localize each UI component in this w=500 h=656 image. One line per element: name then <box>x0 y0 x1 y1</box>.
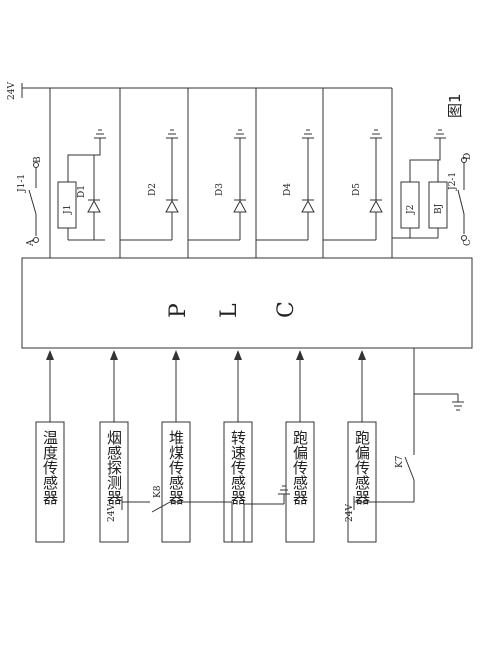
diode-d3-label: D3 <box>215 183 225 196</box>
relay-coil-j1 <box>57 181 77 229</box>
switch-k8-label: K8 <box>153 485 163 498</box>
sensor-box-5 <box>285 421 315 543</box>
k8-branch: K8 24V <box>107 485 290 542</box>
switch-j2-1-label: J2-1 <box>448 172 458 191</box>
terminal-c-label: C <box>463 239 473 246</box>
top-supply-bus: 24V <box>7 82 392 100</box>
terminal-d-label: D <box>463 153 473 160</box>
sensor-box-3 <box>161 421 191 543</box>
diode-d3-symbol <box>233 199 247 213</box>
sensor-label-6: 跑偏传感器 <box>353 430 371 505</box>
alarm-bj-label: BJ <box>434 203 444 214</box>
plc-letter-l: L <box>217 303 242 318</box>
output-columns <box>49 88 393 258</box>
input-arrows <box>46 350 366 422</box>
sensor-blocks: 温度传感器 烟感探测器 堆煤传感器 转速传感器 跑偏传感器 跑偏传感器 <box>35 421 377 543</box>
diode-d2-symbol <box>165 199 179 213</box>
ground-symbol <box>234 129 246 146</box>
top-ground-symbols <box>94 129 446 146</box>
k7-branch: K7 24V <box>345 348 464 522</box>
plc-letter-p: P <box>166 303 191 318</box>
figure-label: 图1 <box>446 93 464 118</box>
diode-d2-branch: D2 <box>120 146 179 241</box>
top-supply-label: 24V <box>7 82 17 100</box>
diode-d4-label: D4 <box>283 183 293 196</box>
k8-supply-label: 24V <box>107 504 117 522</box>
terminal-c <box>461 235 467 241</box>
diode-d2-label: D2 <box>148 183 158 196</box>
coil-j2-label: J2 <box>406 205 416 215</box>
diode-d5-symbol <box>369 199 383 213</box>
switch-k7-label: K7 <box>395 455 405 468</box>
terminal-d <box>461 157 467 163</box>
relay-j2-branch: J2 BJ <box>392 146 448 239</box>
terminal-b-label: B <box>33 156 43 163</box>
diode-d4-branch: D4 <box>256 146 315 241</box>
sensor-box-2 <box>99 421 129 543</box>
ground-symbol <box>302 129 314 146</box>
diode-d3-branch: D3 <box>188 146 247 241</box>
sensor-label-5: 跑偏传感器 <box>291 430 309 505</box>
ground-symbol <box>434 129 446 146</box>
plc-box <box>21 257 473 349</box>
ground-symbol <box>94 129 106 146</box>
ground-symbol <box>166 129 178 146</box>
switch-j1-1-label: J1-1 <box>17 174 27 193</box>
terminal-a-label: A <box>26 239 36 247</box>
diode-d5-branch: D5 <box>323 146 383 241</box>
alarm-bj <box>428 181 448 229</box>
sensor-label-1: 温度传感器 <box>41 430 59 505</box>
sensor-box-1 <box>35 421 65 543</box>
diode-d1-label: D1 <box>77 185 87 198</box>
ground-symbol <box>370 129 382 146</box>
sensor-label-3: 堆煤传感器 <box>167 430 185 505</box>
sensor-box-6 <box>347 421 377 543</box>
sensor-box-4 <box>223 421 253 543</box>
relay-j1-branch: J1 D1 <box>57 146 105 241</box>
diode-d4-symbol <box>301 199 315 213</box>
switch-j1-1: J1-1 B A <box>17 156 43 247</box>
diode-d1-symbol <box>87 199 101 213</box>
diode-d5-label: D5 <box>352 183 362 196</box>
terminal-a <box>33 237 39 243</box>
plc-block: P L C <box>21 257 473 349</box>
sensor-label-2: 烟感探测器 <box>105 430 123 505</box>
coil-j1-label: J1 <box>63 205 73 215</box>
terminal-b <box>33 162 39 168</box>
k7-supply-label: 24V <box>345 504 355 522</box>
plc-letter-c: C <box>274 301 299 318</box>
sensor-label-4: 转速传感器 <box>229 430 247 505</box>
switch-j2-1: J2-1 D C <box>448 153 473 246</box>
relay-coil-j2 <box>400 181 420 229</box>
